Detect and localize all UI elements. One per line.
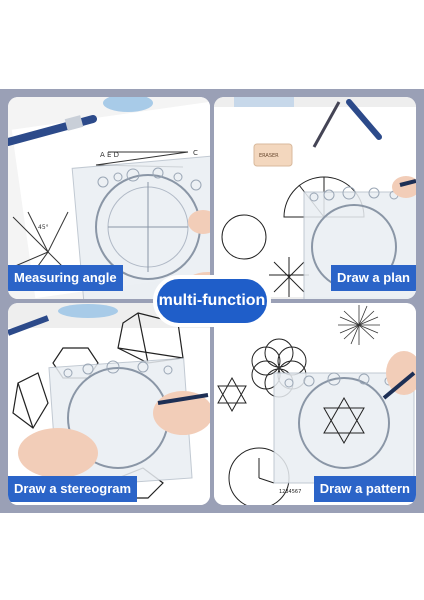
sunburst-pattern [338,305,380,345]
star-pattern [217,376,247,413]
label-draw-a-plan: Draw a plan [331,265,416,291]
multi-function-badge: multi-function [153,275,271,327]
label-draw-a-pattern: Draw a pattern [313,476,416,502]
compass-icon [346,99,382,140]
panel-draw-a-pattern: 1234567 Draw a pattern [214,303,416,505]
label-draw-a-stereogram: Draw a stereogram [8,476,138,502]
panel-measuring-angle: A E D C 45° Measuring angle [8,97,210,299]
label-measuring-angle: Measuring angle [8,265,123,291]
pencil-icon [382,371,416,400]
angle-letters: A E D [100,151,119,159]
panel-draw-a-plan: ERASER Draw a plan [214,97,416,299]
draw-a-pattern-illustration: 1234567 [214,303,416,505]
angle-degree-label: 45° [38,224,49,231]
clock-text: 1234567 [279,489,301,495]
eraser-brand: ERASER [259,153,279,159]
panel-draw-a-stereogram: Draw a stereogram [8,303,210,505]
angle-letter-c: C [193,149,198,157]
pencil-icon [157,393,209,405]
draw-a-plan-illustration: ERASER [214,97,416,299]
draw-a-stereogram-illustration [8,303,210,505]
